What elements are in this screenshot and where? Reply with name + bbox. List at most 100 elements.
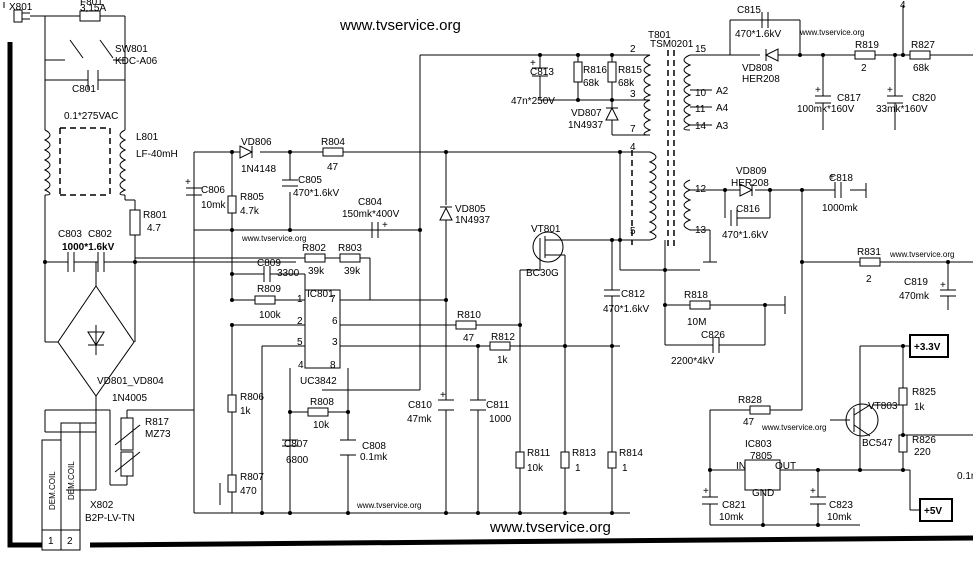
c820-value: 33mk*160V [876, 104, 928, 115]
wiring [30, 5, 973, 526]
x802-ref: X802 [90, 500, 114, 511]
resistor-r818 [689, 300, 711, 310]
resistor-r813 [560, 451, 570, 469]
c804-value: 150mk*400V [342, 209, 400, 220]
c806: + C806 10mk [185, 177, 226, 211]
c801-value: 0.1*275VAC [64, 111, 118, 122]
ic803-in: IN [736, 461, 746, 472]
watermark-mid-left: www.tvservice.org [241, 234, 306, 243]
svg-text:+: + [829, 172, 835, 183]
c826-ref: C826 [701, 330, 725, 341]
c810-ref: C810 [408, 400, 432, 411]
svg-text:14: 14 [695, 121, 707, 132]
r827-value: 68k [913, 63, 930, 74]
c812-ref: C812 [621, 289, 645, 300]
r806-ref: R806 [240, 392, 264, 403]
svg-text:+: + [185, 177, 191, 188]
r804-value: 47 [327, 162, 339, 173]
c818: + C818 1000mk [822, 172, 859, 214]
c813-ref: C813 [530, 67, 554, 78]
r809-value: 100k [259, 310, 282, 321]
r828-value: 47 [743, 417, 755, 428]
x802-pin2-box [60, 422, 81, 551]
c810-value: 47mk [407, 414, 432, 425]
c820-ref: C820 [912, 93, 936, 104]
sw801-ref: SW801 [115, 44, 148, 55]
vd809-value: HER208 [731, 178, 769, 189]
out-3v3-box: +3.3V [909, 334, 949, 358]
svg-text:11: 11 [695, 104, 706, 115]
c807: C807 6800 [282, 439, 309, 466]
svg-text:+: + [887, 85, 893, 96]
r810-value: 47 [463, 333, 475, 344]
resistor-r809 [254, 295, 276, 305]
t801-type: TSM0201 [650, 39, 694, 50]
ground-rails [3, 2, 973, 548]
r813-ref: R813 [572, 448, 596, 459]
resistor-r803 [339, 253, 361, 263]
watermark-lower-right: www.tvservice.org [761, 423, 826, 432]
resistor-r804 [322, 147, 344, 157]
c817-value: 100mk*160V [797, 104, 855, 115]
watermark-bottom-large: www.tvservice.org [489, 519, 611, 536]
c802-ref: C802 [88, 229, 112, 240]
c813: + C813 47n*250V [511, 58, 555, 107]
c806-value: 10mk [201, 200, 226, 211]
c821: + C821 10mk [702, 486, 746, 523]
svg-text:7: 7 [630, 124, 636, 135]
junction-dots [43, 53, 950, 527]
r817-posistor [120, 417, 134, 451]
f801-value: 3,15A [80, 3, 106, 14]
resistor-r801 [129, 209, 141, 236]
cut-off-label: 0.1r [957, 471, 973, 482]
svg-text:15: 15 [695, 44, 707, 55]
c809: C809 3300 [257, 258, 300, 282]
c823: + C823 10mk [810, 486, 853, 523]
r813-value: 1 [575, 463, 581, 474]
c805-value: 470*1.6kV [293, 188, 339, 199]
c817-ref: C817 [837, 93, 861, 104]
ic803-out: OUT [775, 461, 796, 472]
resistor-r811 [515, 451, 525, 469]
vd805-ref: VD805 [455, 204, 486, 215]
resistor-r808 [307, 407, 329, 417]
t801-ref: T801 [648, 30, 671, 41]
c807-ref: C807 [284, 439, 308, 450]
resistor-r806 [227, 394, 237, 413]
c820: + C820 33mk*160V [876, 85, 936, 115]
svg-text:+: + [703, 486, 709, 497]
c808-ref: C808 [362, 441, 386, 452]
resistor-r825 [898, 387, 908, 406]
c811-ref: C811 [486, 400, 510, 411]
svg-text:5: 5 [630, 226, 636, 237]
c806-ref: C806 [201, 185, 225, 196]
c826-value: 2200*4kV [671, 356, 715, 367]
x802-pin-1: 1 [48, 536, 54, 547]
vd809-ref: VD809 [736, 166, 767, 177]
c809-value: 3300 [277, 268, 300, 279]
ic801-ref: IC801 [307, 289, 334, 300]
vd808-ref: VD808 [742, 63, 773, 74]
r807-value: 470 [240, 486, 257, 497]
r814-value: 1 [622, 463, 628, 474]
svg-text:2: 2 [630, 44, 636, 55]
c815: C815 470*1.6kV [735, 5, 781, 40]
r826-ref: R826 [912, 435, 936, 446]
r817-value: MZ73 [145, 429, 171, 440]
transformer-t801: T801 TSM0201 2 3 7 4 5 15 10 11 14 12 13… [630, 30, 729, 250]
svg-text:3: 3 [332, 337, 338, 348]
c823-ref: C823 [829, 500, 853, 511]
demcoil-label-2: DEM.COIL [67, 461, 76, 500]
l801-value: LF-40mH [136, 149, 178, 160]
c805: C805 470*1.6kV [282, 175, 339, 199]
r812-ref: R812 [491, 332, 515, 343]
vd809: VD809 HER208 [731, 166, 769, 197]
left-ground-rail [7, 42, 42, 548]
resistor-r831 [859, 257, 881, 267]
c801-ref: C801 [72, 84, 96, 95]
ic801-type: UC3842 [300, 376, 337, 387]
r808-value: 10k [313, 420, 330, 431]
bridge-value: 1N4005 [112, 393, 147, 404]
ic803-type: 7805 [750, 451, 773, 462]
